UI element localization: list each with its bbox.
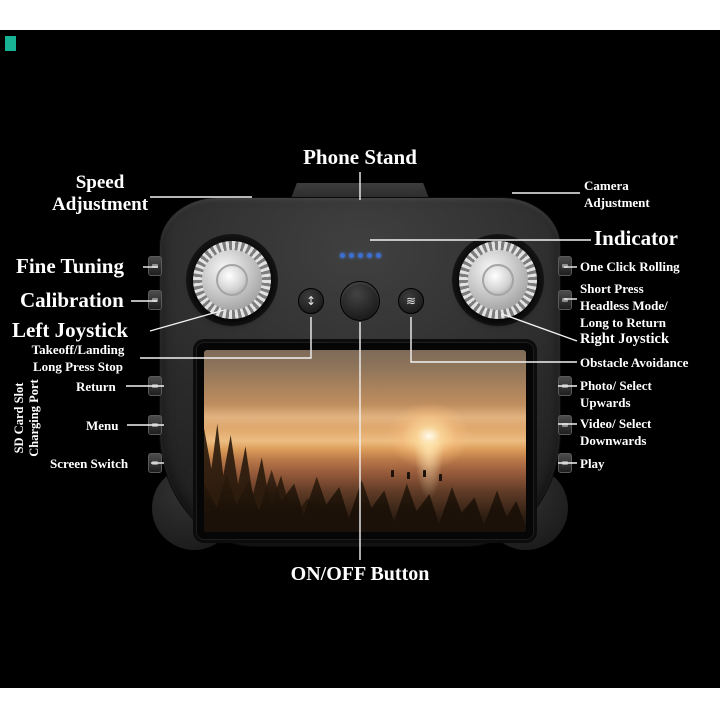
headless-mode-button xyxy=(558,290,572,310)
play-button xyxy=(558,453,572,473)
corner-accent-mark xyxy=(5,36,16,51)
indicator-dot xyxy=(367,253,372,258)
person-silhouette xyxy=(390,470,394,478)
label-video-select: Video/ Select Downwards xyxy=(580,416,652,448)
on-off-button xyxy=(340,281,380,321)
label-one-click-rolling: One Click Rolling xyxy=(580,259,680,274)
label-fine-tuning: Fine Tuning xyxy=(16,254,124,278)
person-silhouette xyxy=(422,470,426,478)
label-photo-select: Photo/ Select Upwards xyxy=(580,378,652,410)
person-silhouette xyxy=(406,471,410,479)
right-joystick-cap xyxy=(482,264,514,296)
obstacle-avoidance-button: ≋ xyxy=(398,288,424,314)
label-phone-stand: Phone Stand xyxy=(303,145,417,169)
label-indicator: Indicator xyxy=(594,226,678,250)
return-button xyxy=(148,376,162,396)
label-short-press-headless: Short Press Headless Mode/ Long to Retur… xyxy=(580,281,668,330)
label-left-joystick: Left Joystick xyxy=(12,318,129,342)
label-calibration: Calibration xyxy=(20,288,124,312)
screen-switch-button xyxy=(148,453,162,473)
calibration-button xyxy=(148,290,162,310)
label-play: Play xyxy=(580,456,605,471)
left-joystick-cap xyxy=(216,264,248,296)
label-right-joystick: Right Joystick xyxy=(580,331,670,347)
person-silhouette xyxy=(439,473,443,481)
screen-preview-image xyxy=(204,350,526,532)
label-return: Return xyxy=(76,379,116,394)
takeoff-landing-icon: ↕ xyxy=(305,294,317,308)
photo-button xyxy=(558,376,572,396)
left-joystick xyxy=(193,241,271,319)
label-speed-adjustment: Speed Adjustment xyxy=(51,172,149,215)
label-menu: Menu xyxy=(86,418,119,433)
menu-button xyxy=(148,415,162,435)
label-obstacle-avoidance: Obstacle Avoidance xyxy=(580,355,689,370)
fine-tuning-button xyxy=(148,256,162,276)
obstacle-avoidance-icon: ≋ xyxy=(405,294,417,308)
takeoff-landing-button: ↕ xyxy=(298,288,324,314)
label-takeoff-landing: Takeoff/Landing Long Press Stop xyxy=(31,342,125,374)
indicator-dot xyxy=(349,253,354,258)
video-button xyxy=(558,415,572,435)
right-joystick xyxy=(459,241,537,319)
indicator-dot xyxy=(358,253,363,258)
label-screen-switch: Screen Switch xyxy=(50,456,129,471)
label-sd-card-charging: SD Card Slot Charging Port xyxy=(12,379,41,457)
indicator-dot xyxy=(376,253,381,258)
one-click-rolling-button xyxy=(558,256,572,276)
indicator-dot xyxy=(340,253,345,258)
label-on-off-button: ON/OFF Button xyxy=(290,563,430,585)
indicator-lights xyxy=(340,253,381,258)
label-camera-adjustment: Camera Adjustment xyxy=(584,178,650,210)
controller-screen xyxy=(196,342,534,540)
